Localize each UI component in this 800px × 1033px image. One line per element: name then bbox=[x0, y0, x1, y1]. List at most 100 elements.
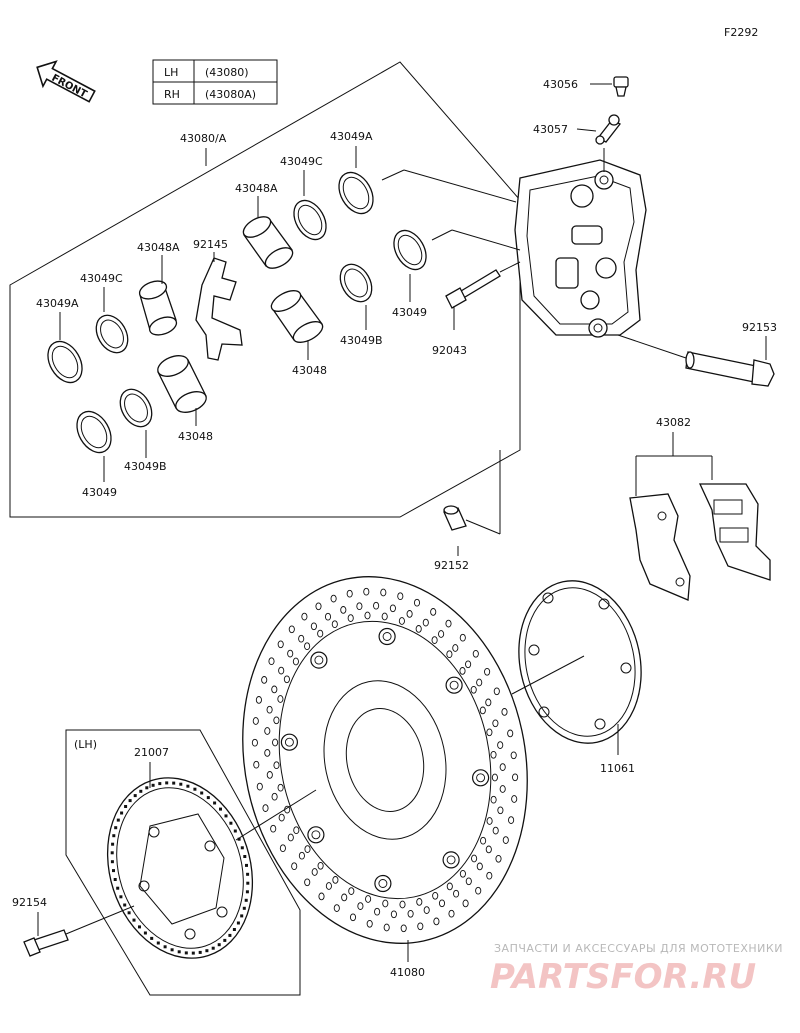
vent-hole bbox=[332, 876, 339, 884]
vent-hole bbox=[390, 910, 397, 919]
collar-92152 bbox=[443, 450, 501, 556]
vent-hole bbox=[492, 719, 499, 728]
vent-hole bbox=[490, 750, 497, 759]
rotor-tooth bbox=[151, 783, 155, 787]
rotor-tooth bbox=[120, 811, 124, 815]
vent-hole bbox=[317, 629, 324, 638]
vent-hole bbox=[333, 904, 340, 912]
vent-hole bbox=[462, 899, 469, 908]
floating-button-center bbox=[449, 680, 459, 690]
lh-group-outline bbox=[65, 729, 301, 996]
vent-hole bbox=[430, 608, 437, 616]
rotor-tooth bbox=[165, 781, 169, 785]
vent-hole bbox=[486, 871, 493, 880]
rotor-tooth bbox=[114, 826, 118, 830]
vent-hole bbox=[398, 617, 405, 625]
rotor-tooth bbox=[158, 782, 162, 786]
rotor-tooth bbox=[172, 781, 176, 785]
vent-hole bbox=[433, 917, 440, 926]
floating-button-center bbox=[382, 632, 392, 641]
floating-button-center bbox=[314, 655, 324, 665]
rotor-tooth bbox=[150, 936, 154, 940]
vent-hole bbox=[311, 868, 318, 876]
vent-hole bbox=[266, 705, 273, 714]
vent-hole bbox=[479, 706, 486, 715]
vent-hole bbox=[491, 773, 498, 782]
rotor-tooth bbox=[191, 951, 195, 955]
vent-hole bbox=[497, 806, 504, 815]
vent-hole bbox=[502, 836, 509, 844]
vent-hole bbox=[341, 893, 348, 902]
vent-hole bbox=[268, 657, 275, 666]
part-43048-low-label: 43048 bbox=[178, 430, 213, 443]
part-43056-label: 43056 bbox=[543, 78, 578, 91]
variant-table: LH (43080) RH (43080A) bbox=[152, 59, 278, 105]
floating-button-center bbox=[311, 830, 321, 840]
vent-hole bbox=[277, 783, 284, 792]
vent-hole bbox=[271, 685, 278, 694]
watermark-tagline: ЗАПЧАСТИ И АКСЕССУАРЫ ДЛЯ МОТОТЕХНИКИ bbox=[494, 942, 783, 955]
bleeder-screw bbox=[576, 114, 621, 172]
vent-hole bbox=[490, 795, 497, 804]
vent-hole bbox=[264, 749, 271, 757]
part-92153-label: 92153 bbox=[742, 321, 777, 334]
vent-hole bbox=[340, 606, 347, 614]
vent-hole bbox=[270, 824, 277, 833]
rotor-tooth bbox=[123, 903, 127, 907]
caliper-kit-outline bbox=[9, 61, 521, 518]
seal-43049c-left bbox=[95, 287, 129, 354]
part-43049c-left-label: 43049C bbox=[80, 272, 123, 285]
vent-hole bbox=[472, 649, 479, 658]
bleeder-cap bbox=[590, 76, 629, 97]
vent-hole bbox=[397, 592, 404, 601]
vent-hole bbox=[298, 634, 305, 643]
rotor-tooth bbox=[186, 784, 190, 788]
vent-hole bbox=[495, 854, 502, 863]
vent-hole bbox=[432, 891, 439, 900]
rotor-tooth bbox=[232, 928, 236, 931]
floating-button-center bbox=[378, 879, 388, 888]
vent-hole bbox=[416, 898, 423, 906]
floating-button-center bbox=[476, 773, 486, 783]
vent-hole bbox=[471, 854, 478, 863]
vent-hole bbox=[262, 804, 269, 812]
vent-hole bbox=[465, 660, 472, 669]
vent-hole bbox=[293, 826, 300, 835]
rotor-tooth bbox=[228, 933, 232, 937]
seal-43049a-left bbox=[47, 312, 83, 384]
part-43049b-mid-label: 43049B bbox=[340, 334, 383, 347]
vent-hole bbox=[252, 717, 259, 725]
vent-hole bbox=[448, 909, 455, 918]
floating-button bbox=[445, 676, 463, 694]
vent-hole bbox=[273, 761, 280, 770]
pad-spring-92145 bbox=[195, 252, 243, 361]
vent-hole bbox=[277, 640, 284, 649]
pad-pin-92043 bbox=[445, 261, 521, 330]
rotor-tooth bbox=[245, 890, 249, 894]
vent-hole bbox=[480, 836, 487, 845]
rotor-tooth bbox=[138, 925, 141, 929]
rotor-tooth bbox=[237, 837, 241, 841]
vent-hole bbox=[438, 630, 445, 638]
rotor-tooth bbox=[213, 801, 217, 805]
rotor-tooth bbox=[110, 860, 114, 864]
disc-vent-holes bbox=[251, 587, 519, 933]
vent-hole bbox=[475, 886, 482, 895]
vent-hole bbox=[400, 924, 407, 933]
rotor-tooth bbox=[184, 951, 188, 955]
vent-hole bbox=[486, 728, 493, 737]
sensor-rotor-21007 bbox=[106, 762, 317, 959]
vent-hole bbox=[485, 698, 492, 707]
vent-hole bbox=[499, 763, 506, 771]
vent-hole bbox=[272, 738, 279, 747]
vent-hole bbox=[251, 738, 258, 747]
part-43049a-left-label: 43049A bbox=[36, 297, 79, 310]
part-21007-label: 21007 bbox=[134, 746, 169, 759]
vent-hole bbox=[278, 813, 285, 822]
vent-hole bbox=[493, 687, 500, 696]
rotor-tooth bbox=[179, 782, 183, 786]
vent-hole bbox=[374, 907, 381, 916]
part-92043-label: 92043 bbox=[432, 344, 467, 357]
vent-hole bbox=[413, 598, 421, 607]
